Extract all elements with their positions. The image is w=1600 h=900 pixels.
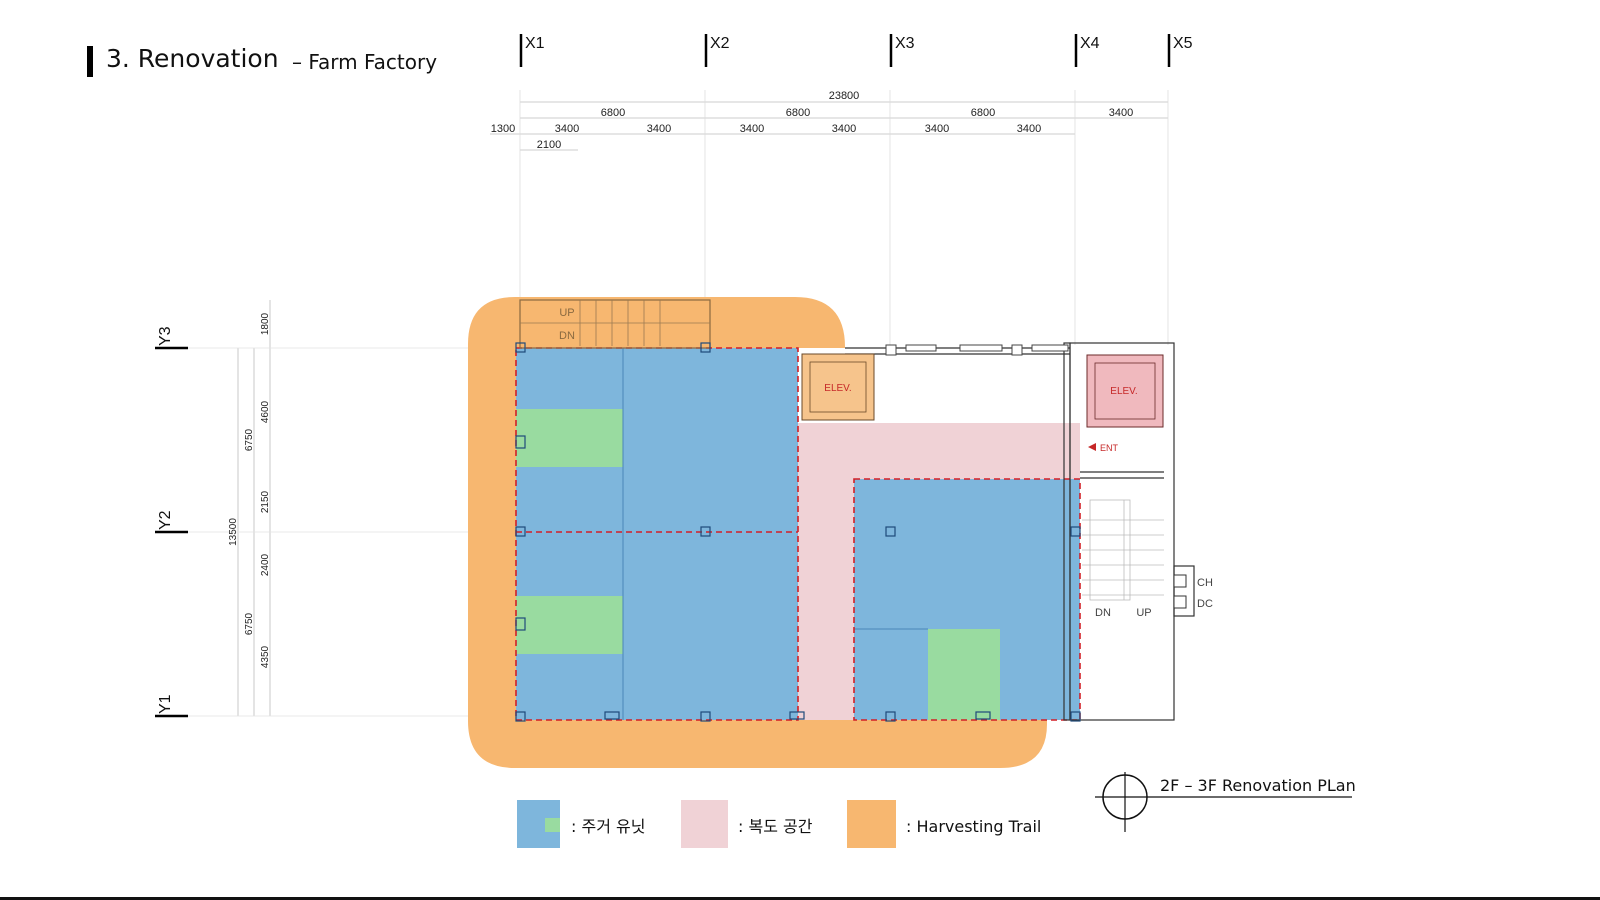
building-walls [519, 299, 1195, 721]
dim-left-sub-5: 4350 [260, 645, 271, 668]
elevator-west: ELEV. [801, 353, 875, 421]
dim-overall-height: 13500 [228, 518, 239, 546]
dim-left-sub-2: 4600 [260, 400, 271, 423]
elevator-west-label: ELEV. [824, 383, 851, 394]
legend: : 주거 유닛 : 복도 공간 : Harvesting Trail [517, 800, 1041, 848]
dim-left-sub-4: 2400 [260, 553, 271, 576]
shafts: CH DC [1173, 574, 1213, 610]
legend-swatch-corridor [681, 800, 728, 848]
dim-sub-2: 3400 [555, 123, 579, 135]
unit-green-3 [928, 629, 1000, 720]
plan-title-block: 2F – 3F Renovation PLan [1095, 772, 1356, 832]
axis-label-y3: Y3 [157, 326, 174, 346]
dim-sub-7: 3400 [1017, 123, 1041, 135]
dim-left-sub-1: 1800 [260, 312, 271, 335]
axis-label-x1: X1 [525, 35, 545, 52]
unit-green-2 [516, 596, 623, 654]
unit-block-west [516, 348, 798, 720]
page-subtitle: – Farm Factory [292, 50, 438, 74]
corridor-space [798, 423, 1080, 720]
north-facade-windows [885, 344, 1069, 356]
stair-east-up: UP [1136, 607, 1151, 619]
dim-bay-1: 6800 [601, 107, 625, 119]
bottom-rule [0, 897, 1600, 900]
title-marker [87, 46, 93, 77]
dim-sub-3: 3400 [647, 123, 671, 135]
elevator-east-label: ELEV. [1110, 386, 1137, 397]
dim-sub-6: 3400 [925, 123, 949, 135]
axis-label-x2: X2 [710, 35, 730, 52]
axis-label-x5: X5 [1173, 35, 1193, 52]
stair-east: DN UP [1082, 499, 1164, 619]
shaft-dc-label: DC [1197, 598, 1213, 610]
legend-item-corridor: : 복도 공간 [681, 800, 813, 848]
elevator-east: ELEV. [1086, 354, 1164, 428]
plan-title: 2F – 3F Renovation PLan [1160, 776, 1356, 795]
harvesting-trail [468, 297, 1047, 768]
dim-sub-1: 1300 [491, 123, 515, 135]
dim-bay-3: 6800 [971, 107, 995, 119]
dim-left-bay-1: 6750 [244, 428, 255, 451]
legend-label-residential: : 주거 유닛 [571, 817, 645, 836]
dim-bay-4: 3400 [1109, 107, 1133, 119]
top-dimension-lines [490, 90, 1169, 345]
axis-label-x3: X3 [895, 35, 915, 52]
stair-north: UP DN [520, 300, 710, 346]
dim-bay-2: 6800 [786, 107, 810, 119]
legend-swatch-residential [517, 800, 545, 848]
axis-label-y1: Y1 [157, 694, 174, 714]
dim-offset: 2100 [537, 139, 561, 151]
x-axis-markers [519, 34, 1171, 67]
dim-sub-5: 3400 [832, 123, 856, 135]
stair-east-dn: DN [1095, 607, 1111, 619]
dim-overall-width: 23800 [829, 90, 860, 102]
legend-label-corridor: : 복도 공간 [738, 817, 813, 836]
stair-north-up: UP [559, 307, 574, 319]
residential-units [516, 348, 1080, 720]
dim-left-bay-2: 6750 [244, 612, 255, 635]
entrance-marker: ENT [1088, 443, 1119, 453]
unit-green-1 [516, 409, 623, 467]
shaft-ch-label: CH [1197, 577, 1213, 589]
legend-swatch-trail [847, 800, 896, 848]
entrance-arrow-icon [1088, 443, 1096, 451]
axis-label-y2: Y2 [157, 510, 174, 530]
page-title: 3. Renovation [106, 44, 279, 73]
legend-item-trail: : Harvesting Trail [847, 800, 1041, 848]
dim-left-sub-3: 2150 [260, 490, 271, 513]
entrance-label: ENT [1100, 443, 1119, 453]
dim-sub-4: 3400 [740, 123, 764, 135]
legend-item-residential: : 주거 유닛 [517, 800, 645, 848]
axis-label-x4: X4 [1080, 35, 1100, 52]
left-dimension-lines [188, 300, 520, 717]
y-axis-markers [155, 346, 188, 718]
structural-columns [515, 342, 1081, 722]
stair-north-dn: DN [559, 330, 575, 342]
legend-label-trail: : Harvesting Trail [906, 817, 1041, 836]
